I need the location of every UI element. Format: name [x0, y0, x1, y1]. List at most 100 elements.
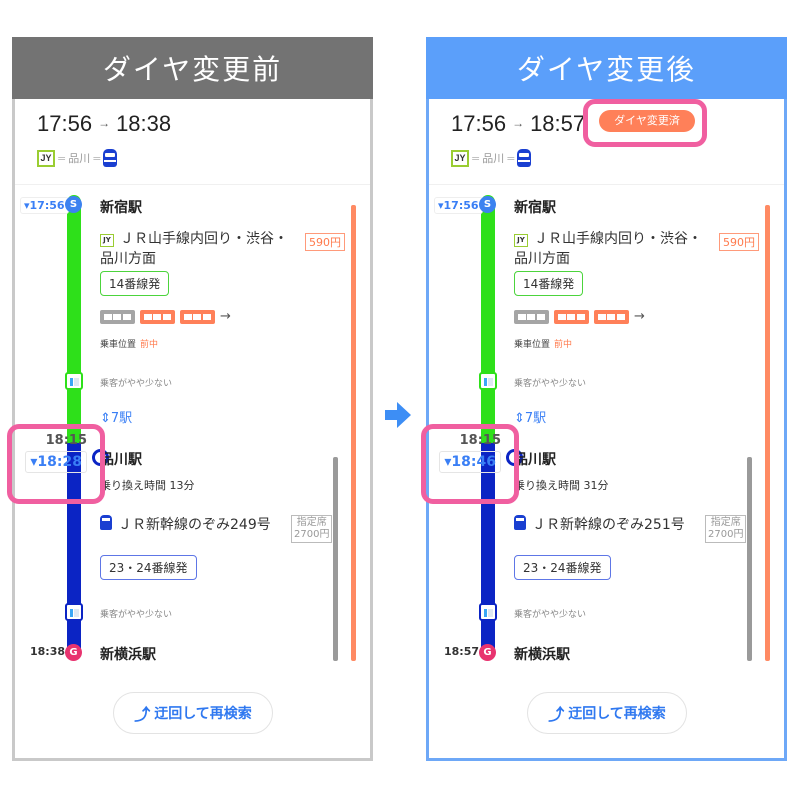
train-car-icon [554, 309, 589, 324]
fare-badge: 590円 [305, 233, 345, 251]
detour-icon: ⤴ [134, 705, 151, 724]
shinkansen-icon [517, 149, 532, 167]
transfer-station[interactable]: 品川駅 [100, 452, 142, 468]
arrive-time: 18:57 [530, 111, 586, 136]
detour-research-button[interactable]: ⤴迂回して再検索 [527, 692, 687, 734]
crowd-level-text: 乗客がやや少ない [514, 610, 587, 620]
expand-icon: ⇕ [514, 411, 525, 426]
shinkansen-line-segment [67, 443, 81, 655]
destination-arrive-time: 18:38 [30, 645, 66, 658]
shinkansen-icon [514, 515, 526, 530]
crowd-level-text: 乗客がやや少ない [100, 379, 173, 389]
fare-bar-shinkansen [333, 457, 338, 661]
platform-badge: 23・24番線発 [514, 555, 611, 580]
jy-line-icon: JY [100, 234, 114, 247]
route-summary[interactable]: 17:56→18:57 ダイヤ変更済 JY = 品川 = [429, 99, 784, 185]
transfer-arrive-time: 18:15 [459, 433, 501, 448]
transfer-times: 18:15 ▾18:28 [17, 433, 87, 473]
origin-station[interactable]: 新宿駅 [514, 200, 556, 216]
stops-toggle[interactable]: ⇕7駅 [100, 411, 133, 426]
jy-line-icon: JY [451, 149, 469, 167]
platform-badge: 14番線発 [514, 271, 584, 296]
transfer-time: 乗り換え時間 13分 [100, 479, 195, 492]
panel-header-before: ダイヤ変更前 [12, 37, 373, 99]
yamanote-line-segment [67, 195, 81, 443]
shinkansen-icon [103, 149, 118, 167]
train-cars-diagram: → [514, 309, 645, 324]
highlight-changed-badge [583, 99, 707, 147]
transfer-times: 18:15 ▾18:46 [431, 433, 501, 473]
origin-depart-time: ▾17:56 [20, 197, 69, 214]
goal-marker-icon: G [479, 644, 496, 661]
leg2-line-name[interactable]: ＪＲ新幹線のぞみ249号 [100, 515, 300, 535]
crowd-level-text: 乗客がやや少ない [514, 379, 587, 389]
connector-dash: = [92, 151, 102, 165]
seat-fare-badge: 指定席 2700円 [705, 515, 747, 543]
route-times: 17:56→18:57 [451, 111, 585, 137]
platform-badge: 23・24番線発 [100, 555, 197, 580]
transfer-arrive-time: 18:15 [45, 433, 87, 448]
train-cars-diagram: → [100, 309, 231, 324]
direction-arrow-icon: → [220, 309, 231, 324]
direction-arrow-icon: → [634, 309, 645, 324]
platform-badge: 14番線発 [100, 271, 170, 296]
highlight-transfer-after [421, 424, 519, 504]
fare-bar-shinkansen [747, 457, 752, 661]
goal-marker-icon: G [65, 644, 82, 661]
boarding-position: 乗車位置前中 [100, 340, 159, 350]
expand-icon: ⇕ [100, 411, 111, 426]
detour-icon: ⤴ [548, 705, 565, 724]
via-station: 品川 [482, 152, 505, 165]
via-station: 品川 [68, 152, 91, 165]
transfer-depart-time: ▾18:46 [439, 451, 501, 473]
train-car-icon [514, 309, 549, 324]
connector-dash: = [57, 151, 67, 165]
crowd-level-icon [65, 372, 83, 390]
yamanote-line-segment [481, 195, 495, 443]
seat-fare-badge: 指定席 2700円 [291, 515, 333, 543]
destination-station[interactable]: 新横浜駅 [100, 647, 156, 663]
stops-toggle[interactable]: ⇕7駅 [514, 411, 547, 426]
route-icons: JY = 品川 = [37, 149, 118, 167]
train-car-icon [100, 309, 135, 324]
train-car-icon [180, 309, 215, 324]
depart-time: 17:56 [451, 111, 507, 136]
connector-dash: = [471, 151, 481, 165]
arrow-right-icon [385, 402, 411, 428]
origin-station[interactable]: 新宿駅 [100, 200, 142, 216]
train-car-icon [140, 309, 175, 324]
leg2-line-name[interactable]: ＪＲ新幹線のぞみ251号 [514, 515, 714, 535]
route-icons: JY = 品川 = [451, 149, 532, 167]
arrow-icon: → [98, 116, 111, 130]
connector-dash: = [506, 151, 516, 165]
jy-line-icon: JY [514, 234, 528, 247]
depart-time: 17:56 [37, 111, 93, 136]
panel-after: ダイヤ変更後 17:56→18:57 ダイヤ変更済 JY = 品川 = ▾17:… [426, 37, 787, 761]
start-marker-icon: S [65, 196, 82, 213]
transfer-station[interactable]: 品川駅 [514, 452, 556, 468]
arrive-time: 18:38 [116, 111, 172, 136]
fare-bar-yamanote [765, 205, 770, 661]
start-marker-icon: S [479, 196, 496, 213]
jy-line-icon: JY [37, 149, 55, 167]
route-times: 17:56 → 18:38 [37, 111, 171, 137]
crowd-level-icon [479, 603, 497, 621]
crowd-level-icon [65, 603, 83, 621]
schedule-changed-badge: ダイヤ変更済 [599, 110, 695, 132]
fare-badge: 590円 [719, 233, 759, 251]
crowd-level-icon [479, 372, 497, 390]
shinkansen-line-segment [481, 443, 495, 655]
destination-station[interactable]: 新横浜駅 [514, 647, 570, 663]
origin-depart-time: ▾17:56 [434, 197, 483, 214]
detour-research-button[interactable]: ⤴迂回して再検索 [113, 692, 273, 734]
boarding-position: 乗車位置前中 [514, 340, 573, 350]
transfer-time: 乗り換え時間 31分 [514, 479, 609, 492]
transfer-depart-time: ▾18:28 [25, 451, 87, 473]
route-summary[interactable]: 17:56 → 18:38 JY = 品川 = [15, 99, 370, 185]
crowd-level-text: 乗客がやや少ない [100, 610, 173, 620]
train-car-icon [594, 309, 629, 324]
